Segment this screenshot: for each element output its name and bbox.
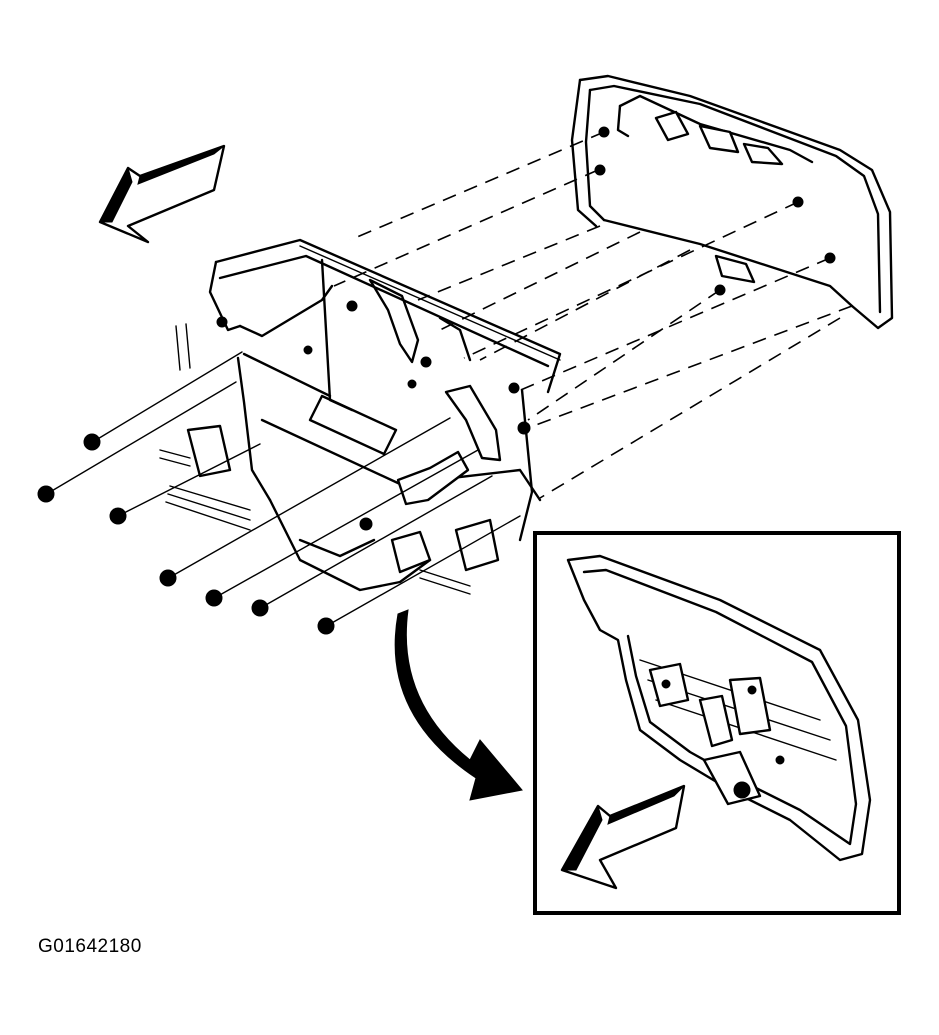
direction-arrow-icon — [98, 144, 226, 244]
alignment-lines — [333, 131, 853, 499]
screw — [205, 449, 479, 607]
screw — [251, 475, 493, 617]
screw — [159, 417, 451, 587]
liftgate-body — [159, 238, 562, 595]
screw — [37, 381, 237, 503]
screw — [109, 443, 261, 525]
curved-arrow-icon — [394, 609, 523, 801]
fasteners — [37, 351, 521, 635]
detail-inset — [533, 531, 901, 915]
direction-arrow-icon — [560, 784, 686, 890]
screw — [83, 351, 243, 451]
screw — [317, 515, 521, 635]
trim-panel — [570, 74, 894, 330]
figure-id-label: G01642180 — [38, 936, 142, 957]
